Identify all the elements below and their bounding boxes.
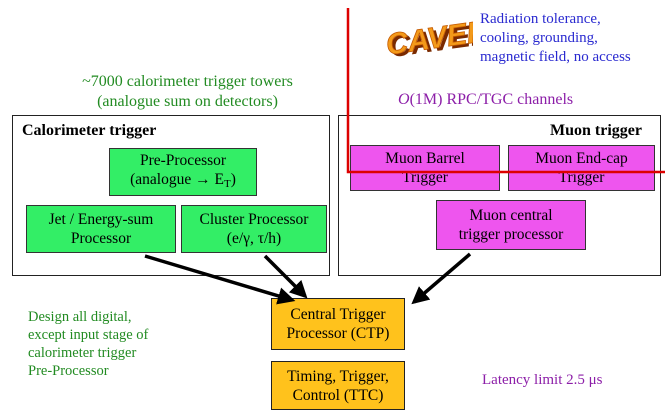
design-note-line2: except input stage of	[28, 327, 149, 343]
muon-endcap-line2: Trigger	[558, 169, 605, 186]
rpc-tgc-text: (1M) RPC/TGC channels	[409, 91, 574, 108]
muon-endcap-line1: Muon End-cap	[535, 150, 628, 167]
muon-endcap-box: Muon End-cap Trigger	[508, 145, 655, 191]
muon-central-trigger-box: Muon central trigger processor	[436, 200, 586, 250]
towers-note-line2: (analogue sum on detectors)	[97, 93, 278, 110]
calorimeter-towers-note: ~7000 calorimeter trigger towers (analog…	[55, 72, 320, 112]
cavern-note: Radiation tolerance, cooling, grounding,…	[480, 10, 631, 67]
jet-energy-line1: Jet / Energy-sum	[48, 211, 154, 228]
ttc-box: Timing, Trigger, Control (TTC)	[271, 361, 405, 410]
cavern-logo: CAVERN CAVERN	[384, 11, 473, 64]
ttc-line2: Control (TTC)	[292, 386, 384, 404]
design-note-line3: calorimeter trigger	[28, 345, 137, 361]
cavern-note-line3: magnetic field, no access	[480, 49, 631, 65]
jet-energy-line2: Processor	[70, 230, 132, 247]
muon-central-line1: Muon central	[469, 207, 553, 224]
cluster-processor-line2: (e/γ, τ/h)	[226, 230, 282, 247]
cavern-note-line2: cooling, grounding,	[480, 30, 598, 46]
towers-note-line1: ~7000 calorimeter trigger towers	[82, 73, 293, 90]
ttc-line1: Timing, Trigger,	[287, 367, 389, 385]
calorimeter-trigger-title: Calorimeter trigger	[22, 122, 157, 139]
cavern-note-line1: Radiation tolerance,	[480, 11, 601, 27]
muon-barrel-line2: Trigger	[402, 169, 448, 186]
ctp-line2: Processor (CTP)	[286, 325, 390, 342]
rpc-tgc-note: O(1M) RPC/TGC channels	[398, 90, 573, 110]
pre-processor-line2: (analogue → ET)	[130, 170, 236, 190]
design-note: Design all digital, except input stage o…	[28, 308, 148, 380]
jet-energy-sum-box: Jet / Energy-sum Processor	[26, 205, 176, 253]
cluster-processor-line1: Cluster Processor	[199, 211, 309, 228]
pre-processor-line1: Pre-Processor	[139, 151, 227, 169]
muon-central-line2: trigger processor	[458, 226, 564, 243]
muon-trigger-title: Muon trigger	[550, 122, 642, 139]
rpc-tgc-prefix: O	[398, 91, 410, 108]
design-note-line4: Pre-Processor	[28, 363, 109, 379]
pre-processor-box: Pre-Processor (analogue → ET)	[109, 148, 257, 196]
ctp-box: Central Trigger Processor (CTP)	[271, 298, 405, 350]
latency-note: Latency limit 2.5 μs	[482, 372, 603, 388]
design-note-line1: Design all digital,	[28, 309, 132, 325]
muon-barrel-line1: Muon Barrel	[385, 150, 465, 167]
ctp-line1: Central Trigger	[290, 306, 386, 323]
muon-barrel-box: Muon Barrel Trigger	[350, 145, 500, 191]
cluster-processor-box: Cluster Processor (e/γ, τ/h)	[181, 205, 327, 253]
